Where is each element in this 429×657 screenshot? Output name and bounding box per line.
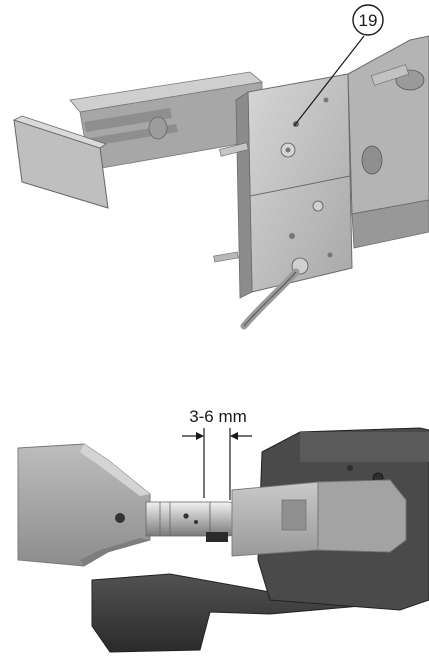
cable-outline [243,271,297,327]
top-shaft [370,64,410,86]
plate-screw [312,200,324,212]
plate-screw [289,233,295,239]
dimension-arrowhead-left [196,432,204,440]
dark-housing-top [300,432,429,462]
callout-number: 19 [359,11,378,30]
left-arm-bevel-low [80,538,150,566]
bottom-assembly-illustration [17,427,429,653]
block-window [281,499,307,531]
sleeve-hole [194,520,198,524]
shaft-sleeve [145,501,211,537]
dimension-label: 3-6 mm [189,407,247,426]
left-arm [17,443,151,567]
left-arm-bevel [80,444,150,496]
plate-screw [327,252,333,258]
drawer-slot [84,108,172,132]
rail-knob [148,116,168,140]
dimension-annotation: 3-6 mm [182,407,252,500]
pin [213,251,239,263]
arm-hole [115,513,125,523]
housing-screw [347,465,353,471]
callout-19: 19 [293,4,384,127]
pin [219,142,249,157]
dimension-arrowhead-right [230,432,238,440]
sleeve-hole [183,513,189,519]
housing-body-lower [351,199,429,249]
housing-plate-side [235,91,253,299]
housing-seam [249,175,351,197]
block-fastener [206,532,228,542]
callout-circle [352,4,384,36]
front-flap-edge [12,115,107,149]
plate-screw [323,97,329,103]
side-lever [361,145,383,175]
plate-screw [285,147,291,153]
housing-body-right [347,35,429,215]
receiving-block-right [317,479,407,553]
callout-leader-line [293,35,365,127]
top-assembly-illustration [12,35,429,330]
